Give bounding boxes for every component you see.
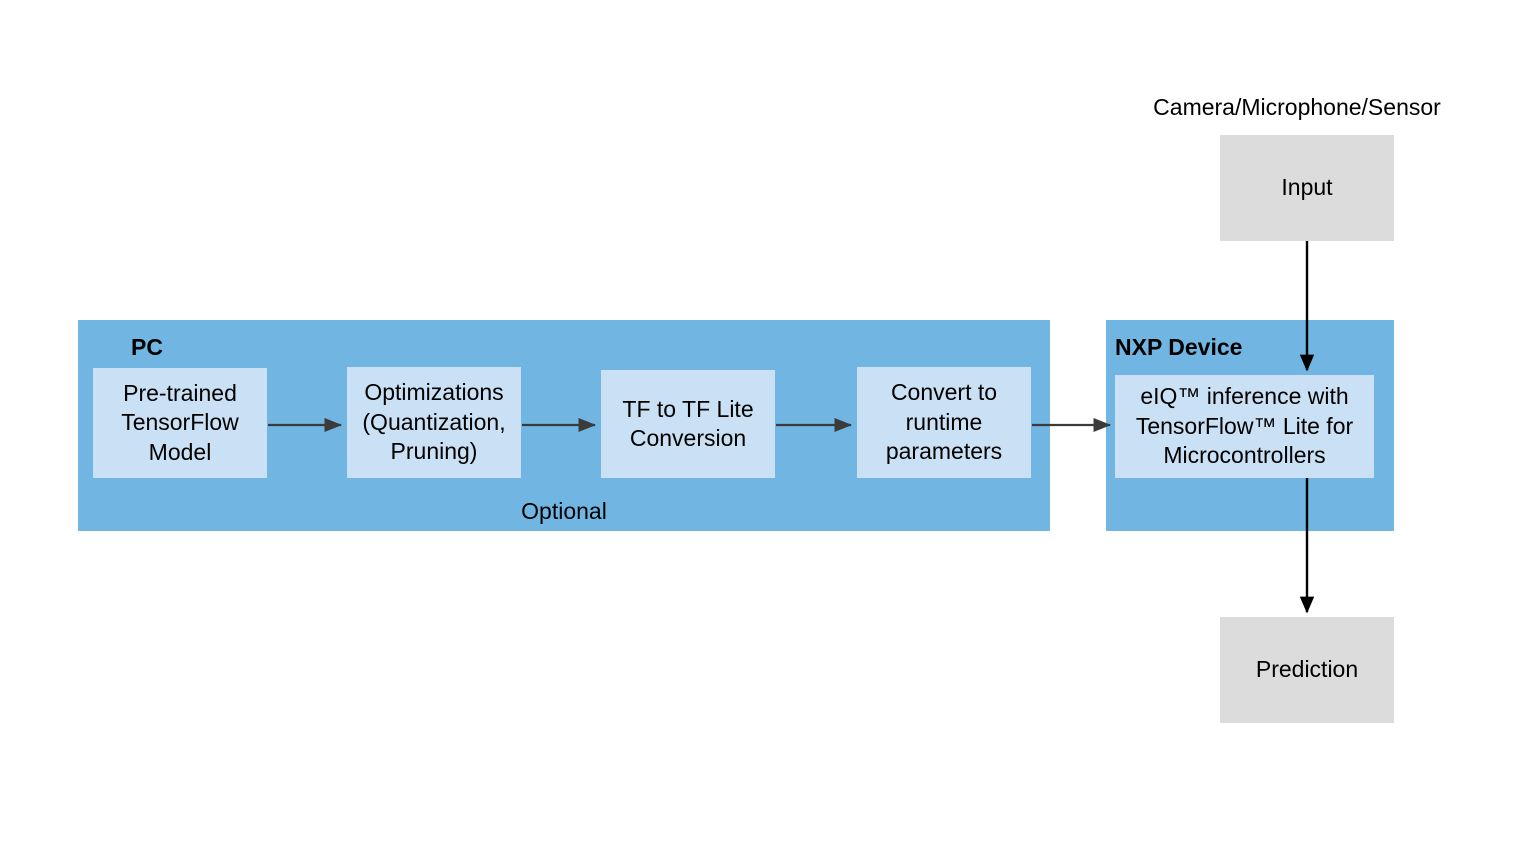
process-tflite-conversion: TF to TF Lite Conversion (601, 370, 775, 478)
camera-microphone-sensor-label: Camera/Microphone/Sensor (1153, 94, 1441, 120)
group-pc-label: PC (131, 334, 163, 360)
group-nxp-device-label: NXP Device (1115, 334, 1243, 360)
process-pre-trained-model: Pre-trained TensorFlow Model (93, 368, 267, 478)
io-node-prediction: Prediction (1220, 617, 1394, 723)
group-pc-footer-optional: Optional (521, 498, 607, 524)
process-runtime-parameters: Convert to runtime parameters (857, 367, 1031, 478)
process-eiq-inference: eIQ™ inference with TensorFlow™ Lite for… (1115, 375, 1374, 478)
process-optimizations: Optimizations (Quantization, Pruning) (347, 367, 521, 478)
io-node-input: Input (1220, 135, 1394, 241)
